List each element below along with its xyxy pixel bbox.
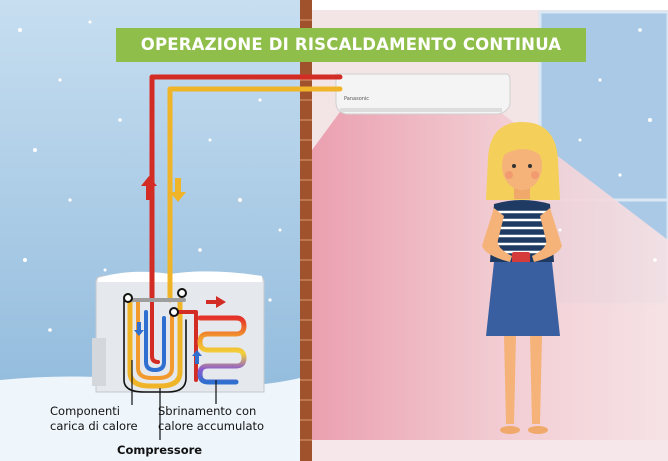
arrow-up-small-icon <box>192 350 202 364</box>
arrow-right-icon <box>206 296 226 308</box>
indoor-ac-unit: Panasonic <box>335 73 511 115</box>
arrow-up-icon <box>141 176 157 200</box>
warm-air <box>312 112 668 461</box>
label-defrost: Sbrinamento con calore accumulato <box>158 404 264 434</box>
arrow-down-small-icon <box>134 322 144 336</box>
label-heat-charge-line1: Componenti <box>50 404 120 418</box>
arrow-down-icon <box>170 178 186 202</box>
woman-illustration <box>482 122 562 434</box>
label-pointers <box>131 360 217 440</box>
label-compressor: Compressore <box>117 443 203 457</box>
hot-pipe <box>149 74 343 303</box>
defrost-coil <box>197 315 247 385</box>
junction-points <box>123 288 187 317</box>
indoor-wall-top <box>312 0 668 10</box>
label-heat-charge-components: Componenti carica di calore <box>50 404 138 434</box>
brand-logo: Panasonic <box>344 96 369 102</box>
label-defrost-line2: calore accumulato <box>158 419 265 433</box>
label-defrost-line1: Sbrinamento con <box>158 404 257 418</box>
refrigerant-pipes <box>123 74 343 393</box>
cold-pipe <box>167 86 343 303</box>
page-title: OPERAZIONE DI RISCALDAMENTO CONTINUA <box>116 28 586 62</box>
label-heat-charge-line2: carica di calore <box>50 419 138 433</box>
brick-wall <box>300 0 312 461</box>
snow-ground <box>0 376 300 461</box>
floor <box>312 440 668 461</box>
